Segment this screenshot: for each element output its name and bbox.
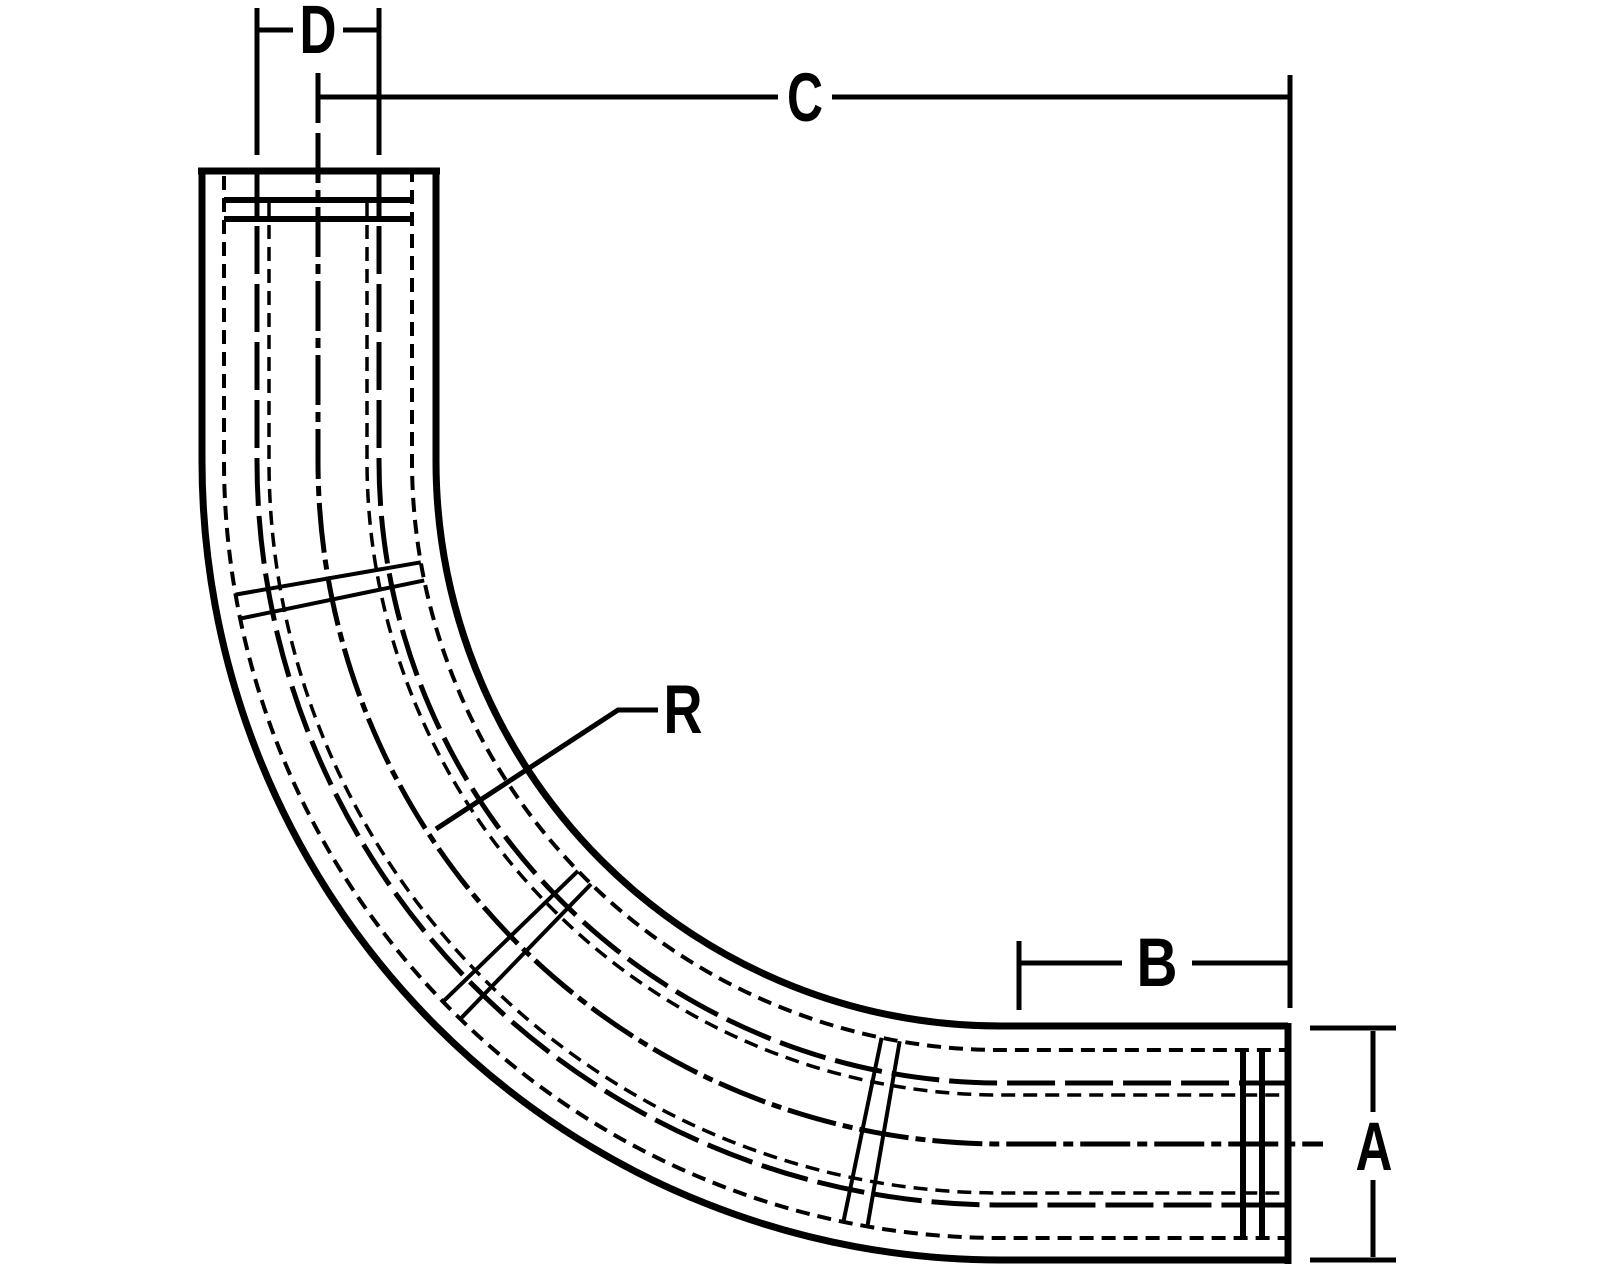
dimension-d-label: D [300,0,337,68]
hidden-line-bore-outer [267,203,1286,1195]
hidden-line-socket-id-outer [222,176,1286,1240]
dimension-a: A [1310,1025,1396,1263]
dimension-b: B [1016,924,1288,1010]
radius-callout: R [434,671,703,832]
pipe-outline [198,167,1292,1264]
dimension-c-label: C [787,59,823,136]
inner-wall [432,168,1288,1030]
joint-mark-lower-1 [841,1037,884,1223]
bend-joint-marks [235,560,902,1227]
dimension-a-label: A [1356,1108,1393,1185]
radius-leader-line [434,707,658,832]
hidden-line-bore-inner [365,203,1286,1097]
hidden-line-id-outer [254,168,1286,1208]
dimension-d: D [254,0,382,155]
dimension-c: C [315,59,1293,1008]
centerlines [315,133,1323,1147]
hidden-line-id-inner [376,168,1286,1086]
socket-stop-lines [224,197,1265,1238]
joint-mark-middle-1 [441,869,580,1004]
joint-mark-middle-2 [458,882,593,1021]
joint-mark-upper-2 [239,578,425,621]
pipe-centerline [315,133,1323,1147]
radius-label: R [664,671,703,748]
joint-mark-lower-2 [865,1040,902,1227]
joint-mark-upper-1 [235,560,422,597]
hidden-line-socket-id-inner [410,168,1286,1052]
hidden-lines [222,168,1288,1240]
outer-wall [198,168,1288,1264]
dimension-b-label: B [1137,924,1178,1001]
